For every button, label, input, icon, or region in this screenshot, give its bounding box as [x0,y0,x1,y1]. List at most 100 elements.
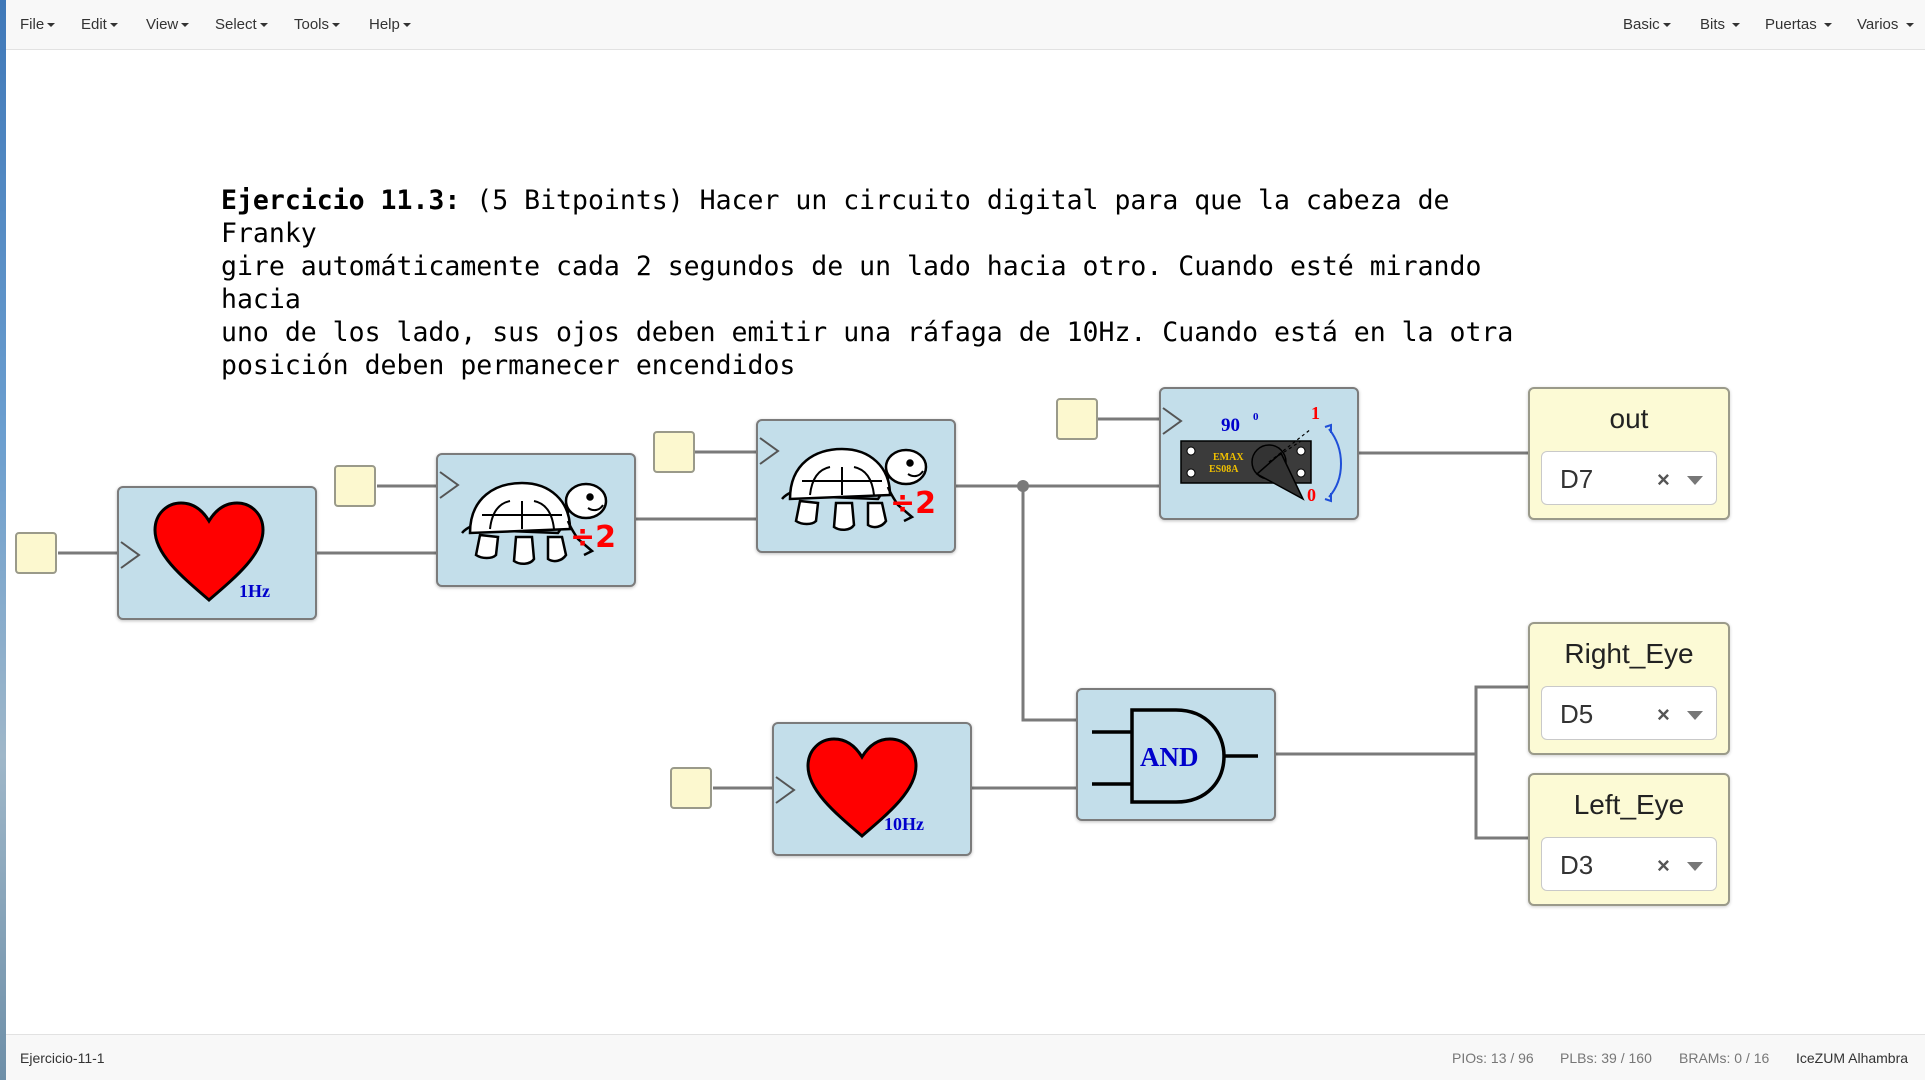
caret-down-icon [109,23,118,28]
clear-icon[interactable]: × [1657,853,1670,878]
chevron-down-icon[interactable] [1687,711,1703,720]
pin-value: D3 [1560,850,1594,880]
menu-bits[interactable]: Bits [1700,0,1741,50]
heartbeat-frequency-label: 1Hz [239,581,270,601]
output-name: Right_Eye [1564,638,1694,669]
menu-file[interactable]: File [20,0,56,50]
servo-block[interactable]: 90 0 1 0 EMAX ES08A [1159,387,1359,520]
pios-label: PIOs: [1452,1050,1488,1066]
brams-usage: BRAMs: 0 / 16 [1679,1035,1769,1081]
constant-input[interactable] [670,767,712,809]
menu-puertas-label: Puertas [1765,16,1817,33]
constant-input[interactable] [334,465,376,507]
brams-value: 0 / 16 [1734,1050,1770,1066]
brams-label: BRAMs: [1679,1050,1731,1066]
menu-help[interactable]: Help [369,0,411,50]
pin-value: D7 [1560,464,1594,494]
divider-block-2[interactable]: ÷2 [756,419,956,553]
window-edge [0,0,6,1080]
menu-varios-label: Varios [1857,16,1899,33]
menu-tools[interactable]: Tools [294,0,341,50]
caret-down-icon [402,23,411,28]
menubar: File Edit View Select Tools Help Basic B… [6,0,1925,50]
turtle-icon [461,481,608,565]
heartbeat-frequency-label: 10Hz [884,814,924,834]
clear-icon[interactable]: × [1657,467,1670,492]
constant-input[interactable] [15,532,57,574]
caret-down-icon [47,23,56,28]
servo-angle-degree: 0 [1253,411,1259,423]
plbs-label: PLBs: [1560,1050,1598,1066]
caret-down-icon [1732,23,1741,28]
turtle-icon [781,447,928,531]
clock-input-icon [120,541,141,569]
board-name[interactable]: IceZUM Alhambra [1796,1050,1909,1066]
menu-tools-label: Tools [294,16,330,33]
menu-select-label: Select [215,16,257,33]
caret-down-icon [332,23,341,28]
output-block-out[interactable]: out D7 × [1528,387,1730,520]
clock-input-icon [775,776,796,804]
caret-down-icon [1905,23,1914,28]
servo-zero-label: 0 [1307,485,1316,505]
output-block-right-eye[interactable]: Right_Eye D5 × [1528,622,1730,755]
constant-input[interactable] [653,431,695,473]
menu-edit-label: Edit [81,16,107,33]
heartbeat-block-drawing: 1Hz [120,501,270,602]
and-gate-drawing: AND [1092,708,1258,804]
menu-view-label: View [146,16,179,33]
project-name: Ejercicio-11-1 [20,1050,105,1066]
clock-input-icon [1162,407,1183,435]
caret-down-icon [259,23,268,28]
menu-select[interactable]: Select [215,0,268,50]
heart-icon [806,737,918,838]
caret-down-icon [1662,23,1671,28]
pin-select[interactable]: D3 × [1541,837,1717,891]
menu-view[interactable]: View [146,0,190,50]
output-name: Left_Eye [1573,789,1685,820]
divider-block-drawing: ÷2 [759,437,936,531]
plbs-value: 39 / 160 [1601,1050,1652,1066]
menu-bits-label: Bits [1700,16,1726,33]
servo-icon: EMAX ES08A [1180,423,1342,503]
divider-label: ÷2 [890,486,936,521]
caret-down-icon [1823,23,1832,28]
and-gate-block[interactable]: AND [1076,688,1276,821]
pin-select[interactable]: D7 × [1541,451,1717,505]
heartbeat-block-10hz[interactable]: 10Hz [772,722,972,856]
caret-down-icon [181,23,190,28]
menu-edit[interactable]: Edit [81,0,118,50]
chevron-down-icon[interactable] [1687,476,1703,485]
heartbeat-block-1hz[interactable]: 1Hz [117,486,317,620]
divider-block-1[interactable]: ÷2 [436,453,636,587]
pios-usage: PIOs: 13 / 96 [1452,1035,1534,1081]
info-body: (5 Bitpoints) Hacer un circuito digital … [221,185,1514,381]
chevron-down-icon[interactable] [1687,862,1703,871]
menu-varios[interactable]: Varios [1857,0,1914,50]
constant-input[interactable] [1056,398,1098,440]
menu-puertas[interactable]: Puertas [1765,0,1832,50]
statusbar: Ejercicio-11-1 PIOs: 13 / 96 PLBs: 39 / … [6,1034,1925,1080]
clock-input-icon [439,471,460,499]
servo-block-drawing: 90 0 1 0 EMAX ES08A [1162,403,1342,505]
heartbeat-block-drawing: 10Hz [775,737,924,838]
info-title: Ejercicio 11.3: [221,185,461,216]
pin-value: D5 [1560,699,1594,729]
output-name: out [1609,403,1649,434]
clock-input-icon [759,437,780,465]
servo-model-label: ES08A [1209,464,1239,475]
pios-value: 13 / 96 [1490,1050,1534,1066]
menu-file-label: File [20,16,45,33]
heart-icon [153,501,265,602]
clear-icon[interactable]: × [1657,702,1670,727]
divider-label: ÷2 [570,520,616,555]
pin-select[interactable]: D5 × [1541,686,1717,740]
plbs-usage: PLBs: 39 / 160 [1560,1035,1652,1081]
output-block-left-eye[interactable]: Left_Eye D3 × [1528,773,1730,906]
divider-block-drawing: ÷2 [439,471,616,565]
menu-basic[interactable]: Basic [1623,0,1671,50]
servo-brand-label: EMAX [1213,452,1244,463]
servo-angle-label: 90 [1221,415,1240,436]
servo-one-label: 1 [1311,403,1320,423]
info-text[interactable]: Ejercicio 11.3: (5 Bitpoints) Hacer un c… [221,184,1561,382]
